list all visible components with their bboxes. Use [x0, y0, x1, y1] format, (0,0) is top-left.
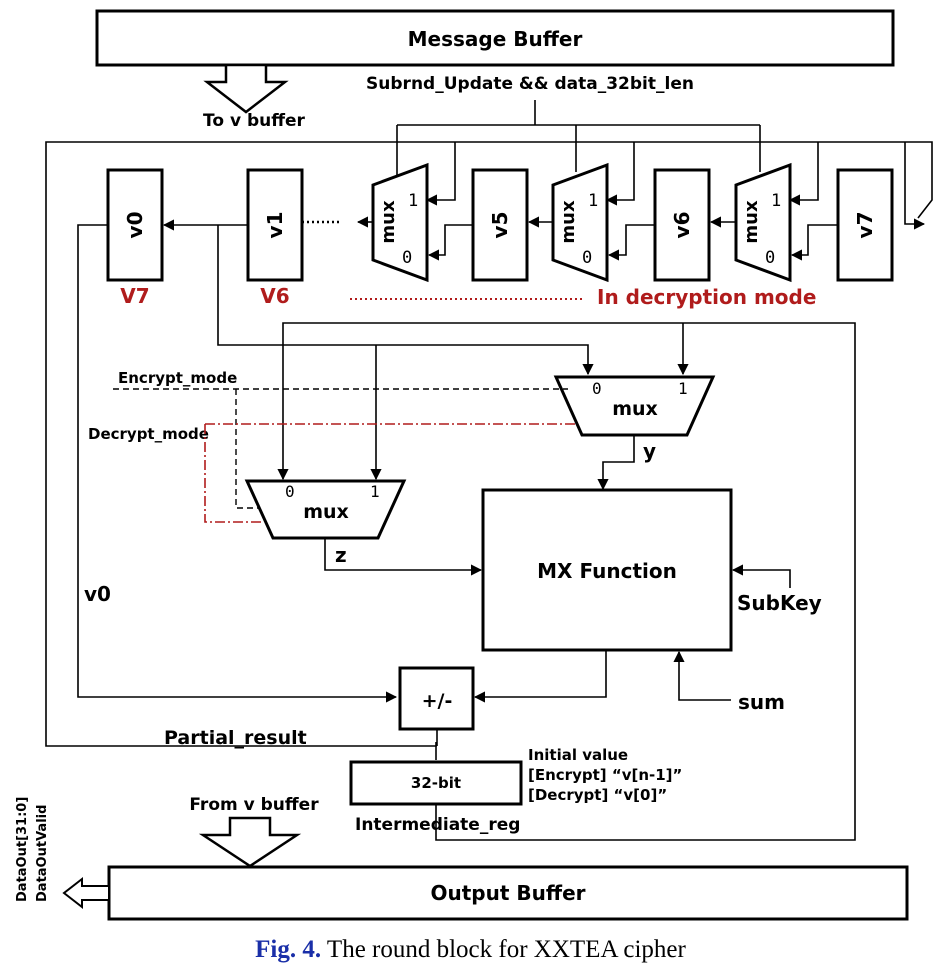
svg-text:1: 1 [588, 191, 598, 211]
intermediate-feedback-wire [435, 715, 856, 841]
v1-decrypt-label: V6 [260, 284, 289, 308]
svg-text:0: 0 [582, 248, 592, 268]
v0-decrypt-label: V7 [120, 284, 149, 308]
svg-text:mux: mux [612, 398, 658, 420]
decrypt-mode-branch [204, 424, 263, 523]
y-wire [597, 435, 635, 491]
svg-text:mux: mux [741, 200, 762, 244]
svg-text:1: 1 [678, 379, 688, 398]
z-mux: mux 0 1 [244, 479, 407, 540]
initial-value-decrypt: [Decrypt] “v[0]” [528, 786, 667, 804]
data-out-arrow [62, 876, 110, 910]
z-wire [324, 538, 483, 576]
adder-block: +/- [398, 666, 475, 731]
intermediate-reg-label: Intermediate_reg [355, 815, 520, 835]
svg-text:v6: v6 [670, 212, 694, 239]
to-v-buffer-label: To v buffer [203, 111, 306, 131]
svg-text:mux: mux [378, 200, 399, 244]
y-mux: mux 0 1 [553, 375, 716, 437]
xxtea-round-block-diagram: Message Buffer To v buffer Subrnd_Update… [15, 9, 933, 921]
register-width-label: 32-bit [411, 774, 461, 792]
figure-number: Fig. 4. [255, 936, 322, 963]
register-v5: v5 [471, 168, 529, 282]
decrypt-mode-label: Decrypt_mode [88, 425, 209, 443]
svg-text:v0: v0 [123, 212, 147, 239]
message-buffer: Message Buffer [95, 9, 895, 67]
encrypt-mode-branch [235, 389, 258, 509]
sum-label: sum [738, 690, 785, 714]
adder-label: +/- [422, 690, 453, 712]
control-signal-wires [396, 100, 761, 180]
initial-value-encrypt: [Encrypt] “v[n-1]” [528, 766, 682, 784]
from-v-buffer-label: From v buffer [189, 795, 319, 815]
svg-text:mux: mux [558, 200, 579, 244]
mx-output-wire [473, 650, 607, 703]
subkey-wire [731, 564, 791, 588]
to-v-buffer-arrow [203, 63, 289, 114]
data-out-label: DataOut[31:0] [15, 797, 30, 902]
z-label: z [335, 543, 347, 567]
encrypt-mode-label: Encrypt_mode [118, 369, 237, 387]
svg-text:1: 1 [370, 482, 380, 501]
svg-text:0: 0 [592, 379, 602, 398]
svg-text:1: 1 [771, 191, 781, 211]
from-v-buffer-arrow [198, 816, 302, 868]
feedback-loop [45, 141, 933, 760]
register-v6: v6 [653, 168, 711, 282]
register-v0: v0 [106, 168, 164, 282]
data-out-valid-label: DataOutValid [35, 805, 50, 902]
svg-text:0: 0 [765, 248, 775, 268]
figure-caption-text: The round block for XXTEA cipher [326, 936, 686, 963]
svg-text:v1: v1 [263, 212, 287, 239]
mx-function-block: MX Function [481, 488, 733, 652]
figure-caption: Fig. 4. The round block for XXTEA cipher [0, 936, 941, 964]
y-label: y [643, 439, 656, 463]
svg-text:mux: mux [303, 501, 349, 523]
decryption-mode-label: In decryption mode [597, 285, 816, 309]
intermediate-register: 32-bit [349, 760, 523, 806]
output-buffer: Output Buffer [107, 865, 909, 921]
svg-text:1: 1 [408, 191, 418, 211]
message-buffer-label: Message Buffer [408, 27, 583, 51]
v-source-wires [77, 224, 856, 715]
sum-wire [673, 650, 731, 701]
mux-feedback-wires [425, 142, 926, 230]
initial-value-title: Initial value [528, 746, 628, 764]
chain-mux-3: mux 1 0 [734, 162, 792, 283]
control-signal-label: Subrnd_Update && data_32bit_len [366, 74, 694, 94]
subkey-label: SubKey [737, 591, 822, 615]
chain-mux-2: mux 1 0 [551, 162, 609, 283]
svg-text:v5: v5 [488, 212, 512, 239]
svg-text:0: 0 [285, 482, 295, 501]
mx-function-label: MX Function [537, 559, 677, 583]
register-v7: v7 [836, 168, 894, 282]
chain-mux-1: mux 1 0 [371, 162, 429, 283]
partial-result-label: Partial_result [164, 727, 307, 749]
v0-wire-label: v0 [84, 582, 111, 606]
svg-text:0: 0 [402, 248, 412, 268]
register-v1: v1 [246, 168, 304, 282]
output-buffer-label: Output Buffer [431, 881, 586, 905]
shift-chain-wires [162, 216, 838, 261]
svg-text:v7: v7 [853, 212, 877, 239]
